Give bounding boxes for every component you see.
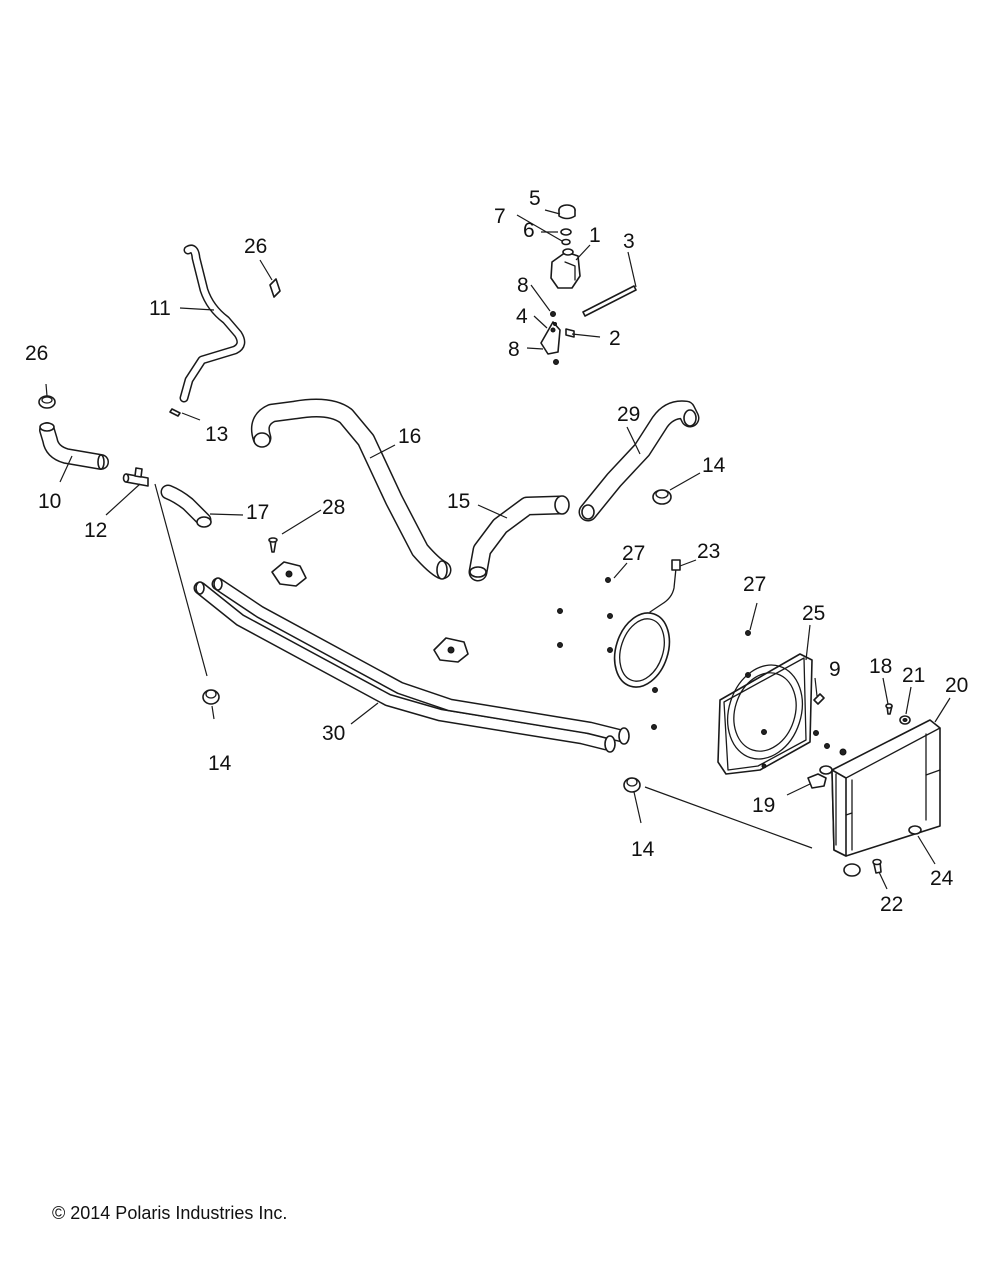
part-25-fan-shroud [717, 653, 813, 775]
callout-14-left: 14 [208, 752, 232, 775]
part-21-nut [899, 715, 911, 725]
part-15-hose [468, 495, 570, 582]
callout-15: 15 [447, 490, 470, 513]
callout-27-right: 27 [743, 573, 766, 596]
part-28-clip-lower [433, 637, 469, 663]
part-28-clip-upper [271, 561, 307, 587]
part-22-bolt [872, 858, 882, 874]
callout-26-upper: 26 [244, 235, 267, 258]
part-11-bent-tube [179, 244, 246, 403]
callout-22: 22 [880, 893, 903, 916]
part-8-bolt-upper [550, 311, 556, 317]
part-2-fitting [565, 328, 575, 338]
shroud-fasteners [761, 730, 847, 769]
callout-20: 20 [945, 674, 968, 697]
callout-8-lower: 8 [508, 338, 520, 361]
part-8-bolt-lower [553, 359, 559, 365]
callout-8-upper: 8 [517, 274, 529, 297]
part-7-seal [561, 238, 571, 246]
part-12-tee-fitting [122, 467, 149, 487]
callout-6: 6 [523, 219, 535, 242]
part-14-clamp-left [202, 689, 220, 705]
part-10-elbow-hose [39, 422, 109, 470]
part-16-long-hose [250, 398, 452, 580]
callout-29: 29 [617, 403, 640, 426]
part-14-clamp-right [652, 489, 672, 505]
callout-12: 12 [84, 519, 107, 542]
callout-1: 1 [589, 224, 601, 247]
part-30-coolant-pipes [193, 577, 630, 753]
callout-13: 13 [205, 423, 228, 446]
callout-5: 5 [529, 187, 541, 210]
part-26-clip-upper [269, 278, 281, 298]
callout-16: 16 [398, 425, 421, 448]
part-13-bolt [169, 408, 181, 417]
callout-2: 2 [609, 327, 621, 350]
callout-17: 17 [246, 501, 269, 524]
part-20-radiator [819, 719, 941, 857]
callout-9: 9 [829, 658, 841, 681]
part-9-bolt [813, 693, 825, 705]
callout-21: 21 [902, 664, 925, 687]
part-17-small-hose [160, 484, 212, 528]
callout-10: 10 [38, 490, 61, 513]
part-14-clamp-bottom [623, 777, 641, 793]
callout-18: 18 [869, 655, 892, 678]
part-1-recovery-bottle [550, 248, 581, 289]
callout-4: 4 [516, 305, 528, 328]
callout-14-right: 14 [702, 454, 726, 477]
callout-24: 24 [930, 867, 954, 890]
part-28-bolt [268, 537, 278, 553]
callout-26-left: 26 [25, 342, 48, 365]
callout-7: 7 [494, 205, 506, 228]
callout-30: 30 [322, 722, 345, 745]
part-19-cap [807, 773, 827, 789]
callout-3: 3 [623, 230, 635, 253]
part-5-cap [558, 204, 576, 220]
part-23-fan-motor [613, 559, 681, 688]
callout-25: 25 [802, 602, 825, 625]
part-4-bracket [540, 321, 561, 355]
part-27-fasteners [557, 577, 751, 730]
part-29-hose [578, 400, 700, 522]
copyright-notice: © 2014 Polaris Industries Inc. [52, 1203, 288, 1223]
part-24-grommet [843, 825, 922, 877]
part-18-bolt [885, 703, 893, 715]
callout-14-bottom: 14 [631, 838, 655, 861]
callout-23: 23 [697, 540, 720, 563]
part-26-clamp-left [38, 395, 56, 409]
callout-labels: 1 2 3 4 5 6 7 8 8 9 10 11 12 13 14 14 14… [25, 187, 968, 916]
callout-28: 28 [322, 496, 345, 519]
part-6-ring [560, 228, 572, 236]
callout-27-left: 27 [622, 542, 645, 565]
callout-11: 11 [149, 297, 171, 320]
leader-lines [45, 209, 951, 890]
callout-19: 19 [752, 794, 775, 817]
part-3-rod [582, 285, 637, 317]
